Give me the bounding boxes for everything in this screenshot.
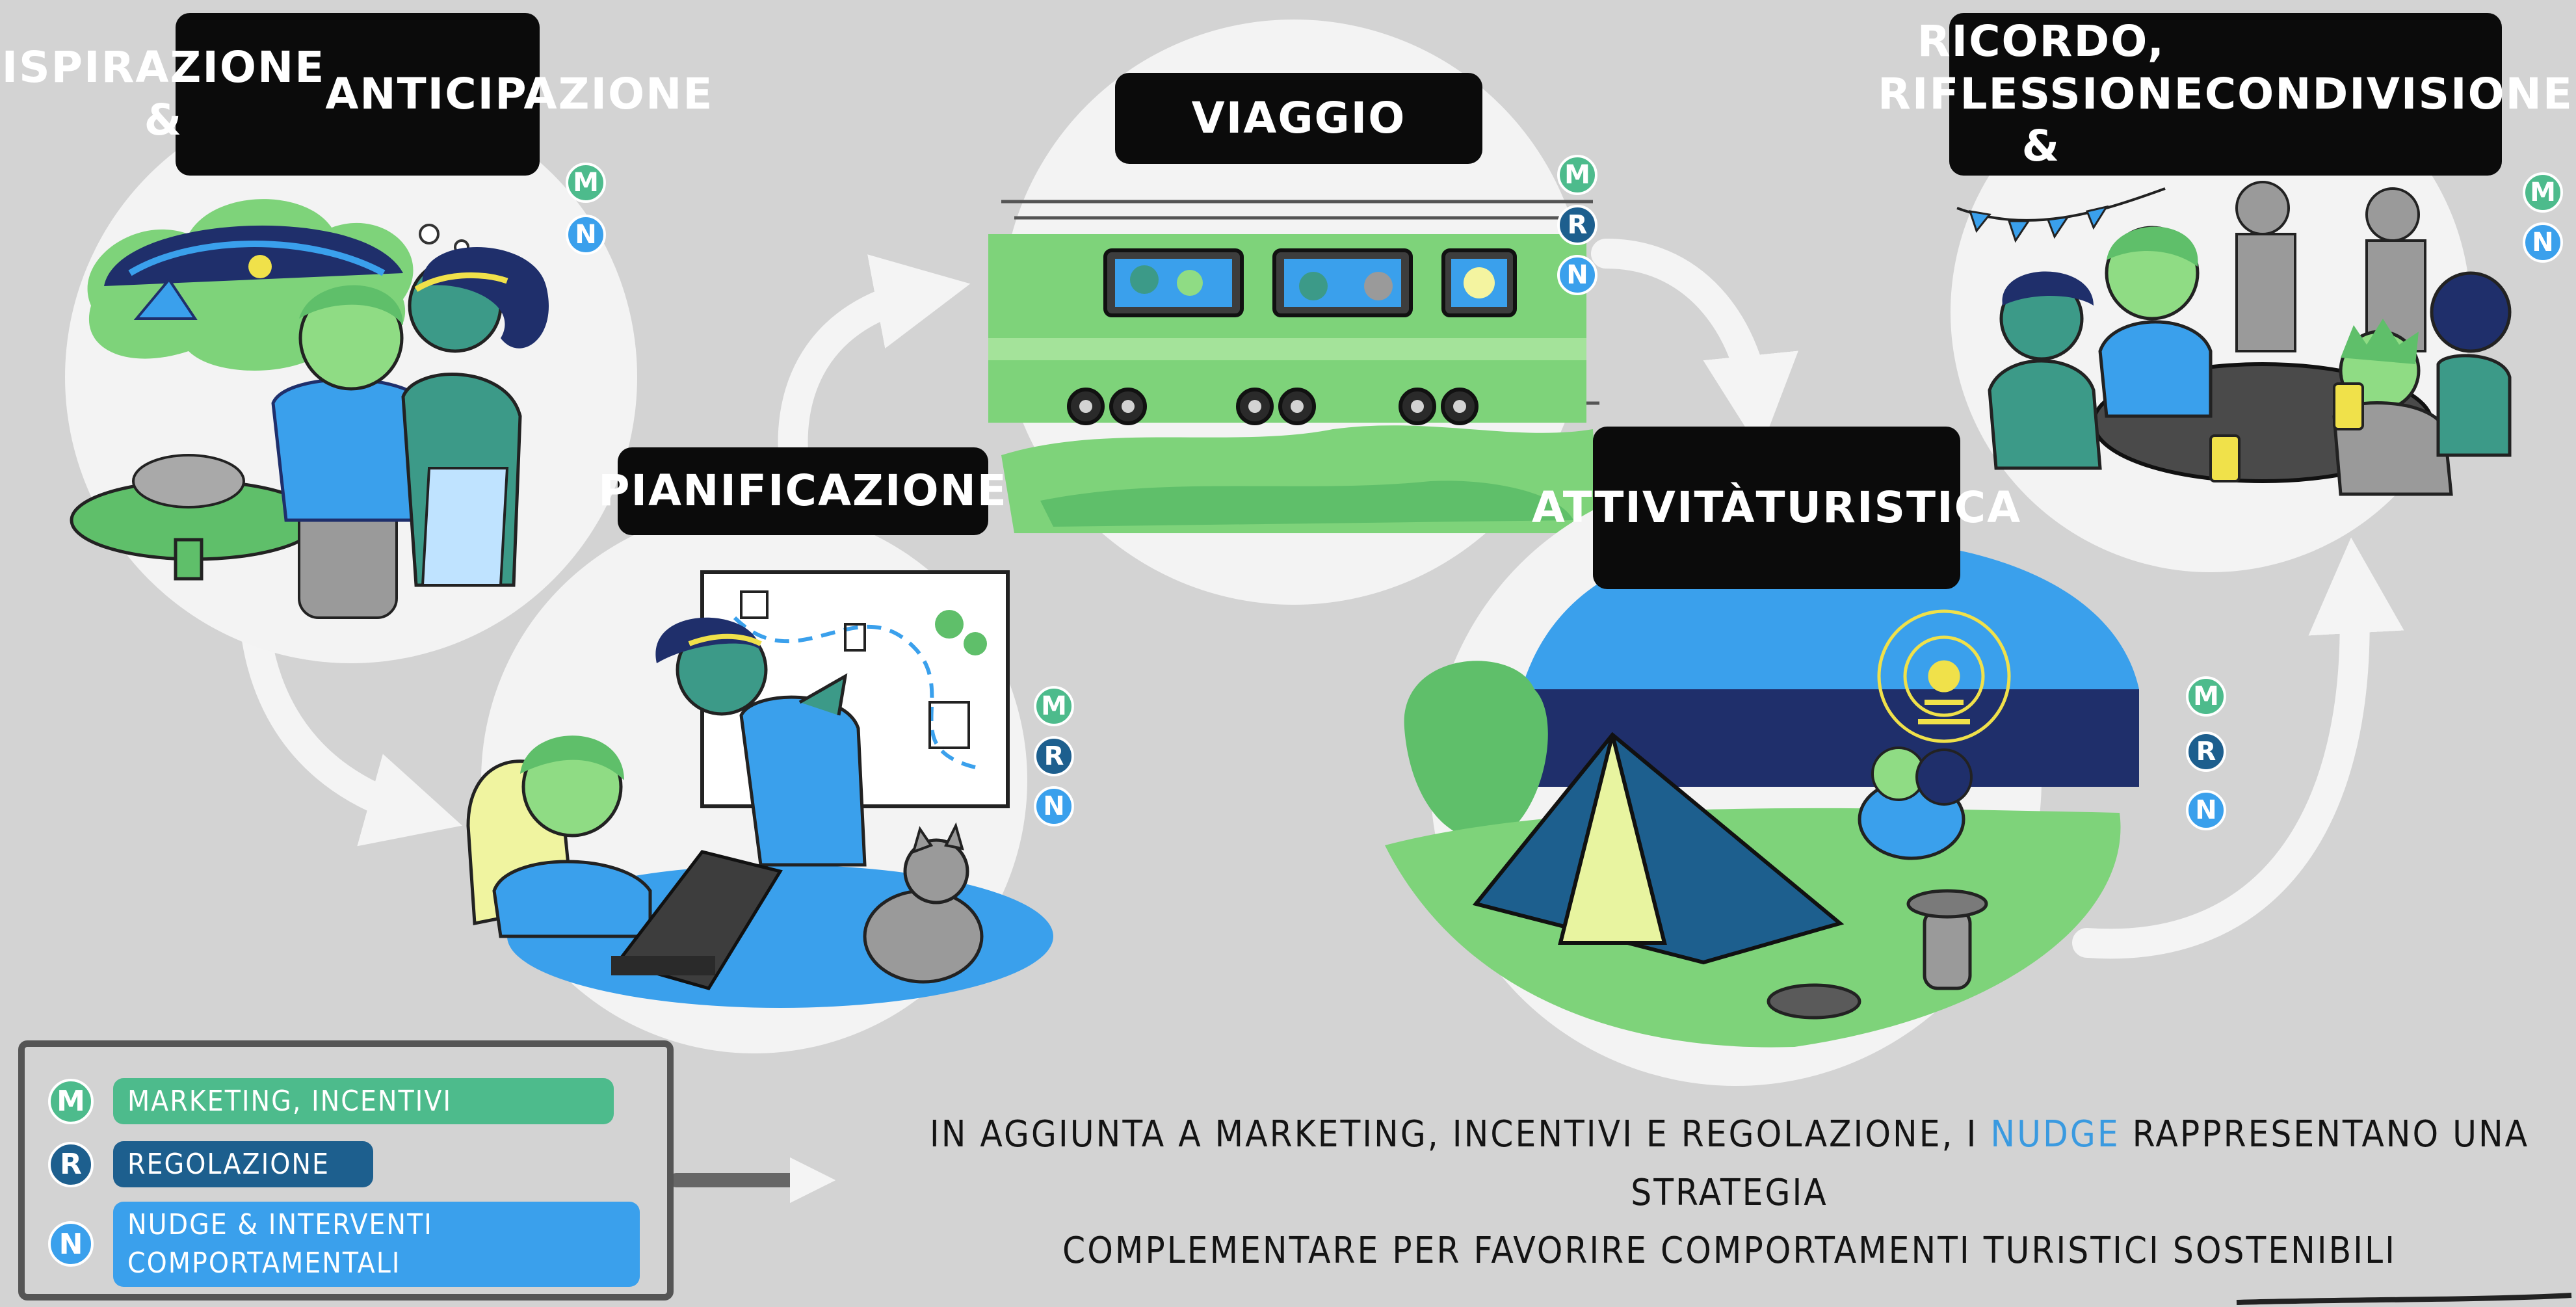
- caption-line-1: IN AGGIUNTA A MARKETING, INCENTIVI E REG…: [929, 1113, 2530, 1214]
- badge-marketing-attivita: M: [2186, 676, 2226, 717]
- arrow-viaggio-to-attivita: [1591, 239, 1798, 451]
- stage-title-viaggio: VIAGGIO: [1115, 73, 1482, 164]
- legend-label-nudge: NUDGE & INTERVENTI COMPORTAMENTALI: [113, 1202, 640, 1287]
- scene-pianificazione: [466, 507, 1053, 1053]
- stage-title-ispirazione: ISPIRAZIONE & ANTICIPAZIONE: [2, 13, 712, 176]
- scene-ispirazione: [65, 91, 637, 663]
- bushes: [1404, 661, 1548, 840]
- scene-ricordo: [1951, 52, 2512, 572]
- beer-glass-1: [2333, 382, 2364, 430]
- badge-nudge-ricordo: N: [2523, 222, 2563, 263]
- badge-regolazione-attivita: R: [2186, 732, 2226, 772]
- badge-marketing-ispirazione: M: [566, 163, 606, 203]
- bunting-flags: [1968, 205, 2109, 243]
- laptop: [614, 850, 783, 990]
- stage-title-ricordo: RICORDO, RIFLESSIONE & CONDIVISIONE: [1878, 13, 2572, 176]
- badge-nudge-viaggio: N: [1557, 255, 1597, 295]
- dream-sky: [104, 225, 403, 286]
- badge-nudge-attivita: N: [2186, 790, 2226, 830]
- legend-item-regolazione: R REGOLAZIONE: [25, 1141, 373, 1188]
- badge-marketing-pianificazione: M: [1034, 686, 1074, 726]
- stage-title-attivita: ATTIVITÀ TURISTICA: [1532, 427, 2020, 589]
- legend-item-nudge: N NUDGE & INTERVENTI COMPORTAMENTALI: [25, 1202, 640, 1287]
- badge-nudge-pianificazione: N: [1034, 786, 1074, 826]
- caption-line-2: COMPLEMENTARE PER FAVORIRE COMPORTAMENTI…: [1062, 1230, 2397, 1273]
- beer-glass-2: [2209, 434, 2241, 482]
- badge-nudge-ispirazione: N: [566, 215, 606, 255]
- scene-viaggio: [988, 20, 1599, 605]
- caption: IN AGGIUNTA A MARKETING, INCENTIVI E REG…: [897, 1105, 2562, 1280]
- badge-regolazione-viaggio: R: [1557, 205, 1597, 245]
- cat: [132, 454, 245, 508]
- legend: M MARKETING, INCENTIVI R REGOLAZIONE N N…: [18, 1040, 674, 1300]
- flow-arrows: [238, 239, 2404, 1204]
- stage-title-pianificazione: PIANIFICAZIONE: [598, 447, 1006, 535]
- legend-label-regolazione: REGOLAZIONE: [113, 1141, 373, 1188]
- arrow-pianificazione-to-viaggio: [778, 254, 971, 496]
- badge-marketing-viaggio: M: [1557, 155, 1597, 195]
- badge-marketing-ricordo: M: [2523, 172, 2563, 213]
- legend-dot-marketing: M: [48, 1078, 94, 1124]
- badge-regolazione-pianificazione: R: [1034, 736, 1074, 776]
- caption-nudge-highlight: NUDGE: [1990, 1113, 2120, 1155]
- legend-dot-regolazione: R: [48, 1141, 94, 1187]
- legend-label-marketing: MARKETING, INCENTIVI: [113, 1078, 614, 1125]
- legend-dot-nudge: N: [48, 1221, 94, 1267]
- grey-cat: [863, 889, 984, 984]
- camp-stove: [1923, 908, 1972, 990]
- arrow-attivita-to-ricordo: [2072, 537, 2404, 959]
- legend-item-marketing: M MARKETING, INCENTIVI: [25, 1078, 614, 1125]
